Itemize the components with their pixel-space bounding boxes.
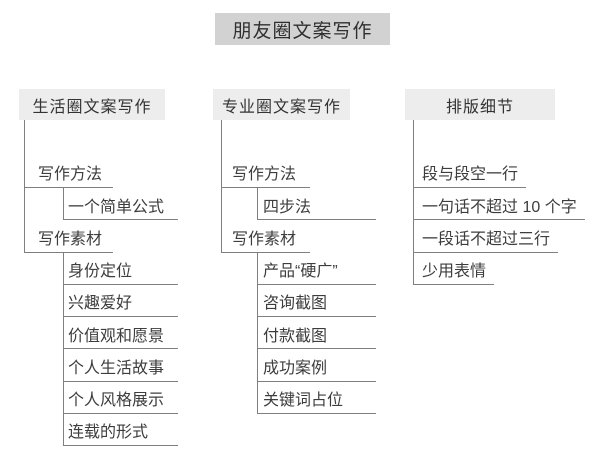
node-four-steps: 四步法 — [258, 188, 376, 221]
node-serial-form: 连载的形式 — [64, 414, 178, 446]
trunk-line: 段与段空一行 一句话不超过 10 个字 一段话不超过三行 少用表情 — [413, 120, 585, 285]
trunk-line: 写作方法 四步法 写作素材 — [221, 120, 376, 253]
mindmap-title: 朋友圈文案写作 — [215, 13, 390, 45]
node-writing-method: 写作方法 — [25, 120, 113, 188]
child-group: 四步法 — [257, 188, 376, 221]
node-writing-material: 写作素材 — [222, 220, 310, 253]
branch-layout-details: 排版细节 段与段空一行 一句话不超过 10 个字 一段话不超过三行 少用表情 — [405, 89, 585, 285]
node-product-ad: 产品“硬广” — [258, 253, 376, 285]
branch-header-layout-details: 排版细节 — [405, 89, 555, 120]
trunk-line: 写作方法 一个简单公式 写作素材 — [24, 120, 178, 253]
node-identity: 身份定位 — [64, 253, 178, 285]
node-writing-material: 写作素材 — [25, 220, 113, 253]
node-writing-method: 写作方法 — [222, 120, 310, 188]
branch-professional-circle: 专业圈文案写作 写作方法 四步法 写作素材 产品“硬广” 咨询截图 付款截图 成… — [213, 89, 376, 414]
node-personal-style: 个人风格展示 — [64, 382, 178, 414]
child-group: 身份定位 兴趣爱好 价值观和愿景 个人生活故事 个人风格展示 连载的形式 — [63, 252, 178, 446]
node-payment-screenshot: 付款截图 — [258, 317, 376, 350]
node-hobby: 兴趣爱好 — [64, 285, 178, 317]
node-sentence-limit: 一句话不超过 10 个字 — [414, 188, 585, 221]
node-consult-screenshot: 咨询截图 — [258, 285, 376, 317]
node-values-vision: 价值观和愿景 — [64, 317, 178, 350]
node-simple-formula: 一个简单公式 — [64, 188, 178, 221]
child-group: 一个简单公式 — [63, 188, 178, 221]
node-keyword-position: 关键词占位 — [258, 382, 376, 414]
branch-header-professional-circle: 专业圈文案写作 — [213, 89, 350, 120]
branch-header-life-circle: 生活圈文案写作 — [19, 89, 165, 120]
branch-life-circle: 生活圈文案写作 写作方法 一个简单公式 写作素材 身份定位 兴趣爱好 价值观和愿… — [19, 89, 178, 446]
node-blank-line: 段与段空一行 — [414, 120, 527, 188]
node-paragraph-limit: 一段话不超过三行 — [414, 220, 559, 253]
node-success-case: 成功案例 — [258, 349, 376, 382]
child-group: 产品“硬广” 咨询截图 付款截图 成功案例 关键词占位 — [257, 252, 376, 414]
node-less-emoji: 少用表情 — [414, 253, 495, 285]
node-life-story: 个人生活故事 — [64, 349, 178, 382]
